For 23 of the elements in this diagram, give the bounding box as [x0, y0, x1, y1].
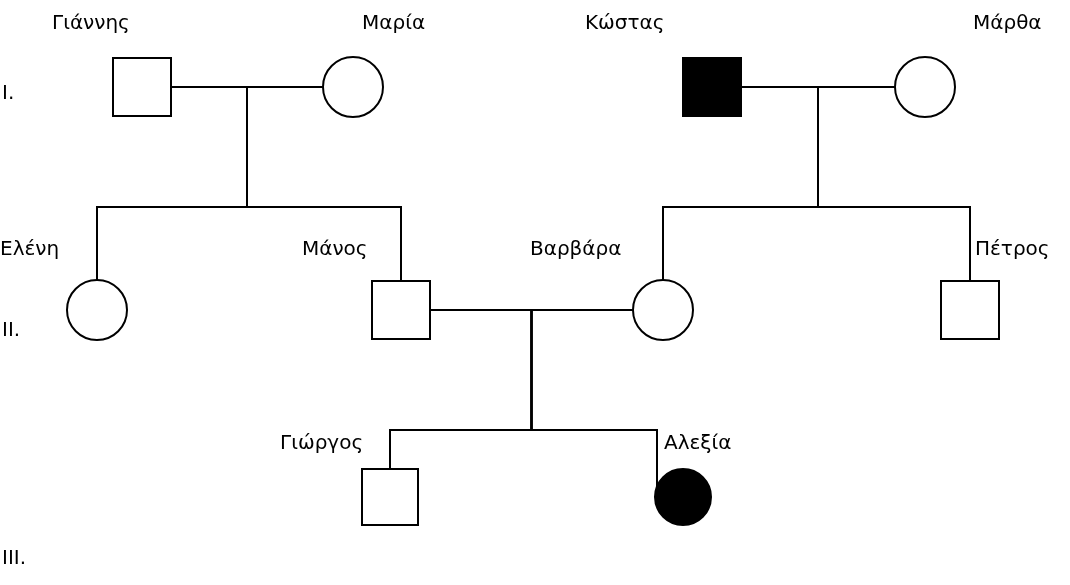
person-name: Μαρία	[362, 10, 426, 34]
circle-symbol	[65, 278, 129, 342]
square-symbol	[370, 279, 432, 341]
circle-symbol	[321, 55, 385, 119]
person-name: Πέτρος	[975, 236, 1050, 260]
person-name: Αλεξία	[664, 430, 732, 454]
person-name: Βαρβάρα	[530, 236, 622, 260]
person-name: Ελένη	[0, 236, 60, 260]
square-symbol	[111, 56, 173, 118]
person-name: Μάνος	[302, 236, 368, 260]
circle-symbol	[893, 55, 957, 119]
person-name: Γιάννης	[52, 10, 130, 34]
generation-label: II.	[2, 317, 21, 341]
person-name: Κώστας	[585, 10, 665, 34]
square-symbol	[939, 279, 1001, 341]
person-name: Μάρθα	[973, 10, 1042, 34]
circle-symbol	[631, 278, 695, 342]
square-symbol	[360, 467, 420, 527]
generation-label: I.	[2, 80, 15, 104]
generation-label: III.	[2, 545, 27, 569]
person-name: Γιώργος	[280, 430, 364, 454]
affected-circle-symbol	[653, 467, 713, 527]
affected-square-symbol	[681, 56, 743, 118]
